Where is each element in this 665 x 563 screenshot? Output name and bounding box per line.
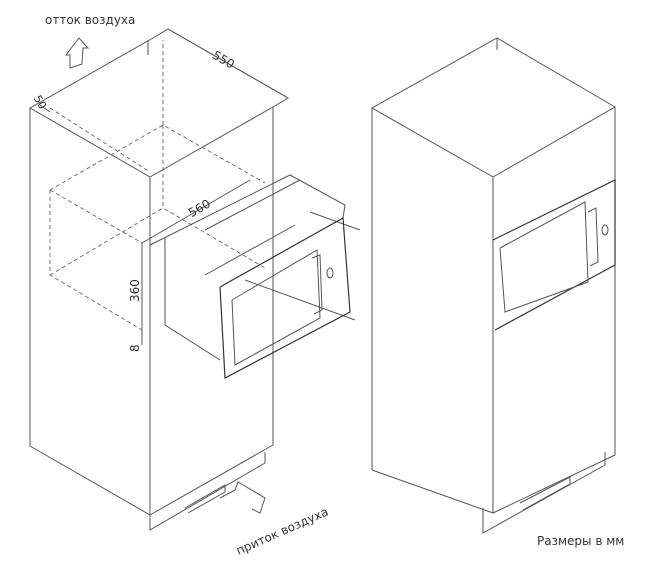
- air-in-arrow-icon: [219, 481, 266, 514]
- microwave-left: [149, 174, 351, 379]
- niche-dashed-outline: [49, 40, 266, 331]
- dimension-gap-bottom: 8: [128, 344, 142, 352]
- left-cabinet: [29, 28, 289, 531]
- dimension-lines: [39, 28, 361, 345]
- microwave-right: [492, 179, 616, 331]
- dimension-niche-height: 360: [128, 279, 142, 302]
- right-cabinet: [371, 37, 616, 534]
- air-out-label: отток воздуха: [45, 13, 136, 27]
- air-out-arrow-icon: [64, 37, 90, 69]
- units-note: Размеры в мм: [537, 534, 625, 548]
